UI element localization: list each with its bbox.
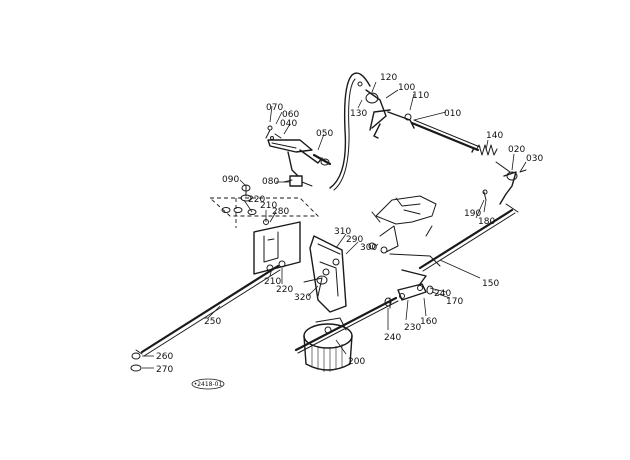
part-label-230: 230 (404, 323, 421, 333)
part-label-050: 050 (316, 129, 333, 139)
part-label-270: 270 (156, 365, 173, 375)
part-label-300: 300 (360, 243, 377, 253)
spring-140 (471, 144, 498, 156)
part-label-240-left: 240 (384, 333, 401, 343)
bracket-plate (253, 221, 347, 313)
part-labels: 010 020 030 040 050 060 070 080 090 100 … (156, 73, 543, 375)
part-label-030: 030 (526, 154, 543, 164)
part-label-280: 280 (272, 207, 289, 217)
part-label-180: 180 (478, 217, 495, 227)
throttle-cable (329, 72, 371, 191)
part-label-110: 110 (412, 91, 429, 101)
rod-250 (135, 264, 281, 357)
part-label-170: 170 (446, 297, 463, 307)
pedal-assembly (265, 125, 332, 187)
top-lever-assembly (357, 81, 481, 152)
part-label-260: 260 (156, 352, 173, 362)
part-label-190: 190 (464, 209, 481, 219)
part-label-220-upper: 220 (248, 195, 265, 205)
part-label-320: 320 (294, 293, 311, 303)
part-label-150: 150 (482, 279, 499, 289)
part-label-240-right: 240 (434, 289, 451, 299)
solenoid-200 (303, 317, 353, 372)
part-label-060: 060 (282, 110, 299, 120)
bolt-group-090 (208, 184, 320, 228)
part-label-070: 070 (266, 103, 283, 113)
part-label-080: 080 (262, 177, 279, 187)
clip-260 (130, 352, 142, 372)
lever-230 (384, 269, 434, 309)
part-label-310: 310 (334, 227, 351, 237)
part-label-040: 040 (280, 119, 297, 129)
drawing-code-text: •2418-01 (194, 381, 223, 388)
part-label-020: 020 (508, 145, 525, 155)
washers (263, 219, 388, 272)
part-label-290: 290 (346, 235, 363, 245)
part-label-210-lower: 210 (264, 277, 281, 287)
part-label-140: 140 (486, 131, 503, 141)
part-label-130: 130 (350, 109, 367, 119)
rod-150 (418, 203, 519, 272)
part-label-200: 200 (348, 357, 365, 367)
rod-240 (294, 296, 399, 354)
part-label-010: 010 (444, 109, 461, 119)
leader-lines (142, 81, 527, 369)
part-label-120: 120 (380, 73, 397, 83)
drawing-code-badge: •2418-01 (191, 378, 225, 390)
engine-casting (371, 195, 441, 267)
part-label-220-lower: 220 (276, 285, 293, 295)
part-label-160: 160 (420, 317, 437, 327)
part-label-100: 100 (398, 83, 415, 93)
part-label-250: 250 (204, 317, 221, 327)
part-label-090: 090 (222, 175, 239, 185)
bellcrank-020 (482, 161, 527, 205)
part-label-210-upper: 210 (260, 201, 277, 211)
